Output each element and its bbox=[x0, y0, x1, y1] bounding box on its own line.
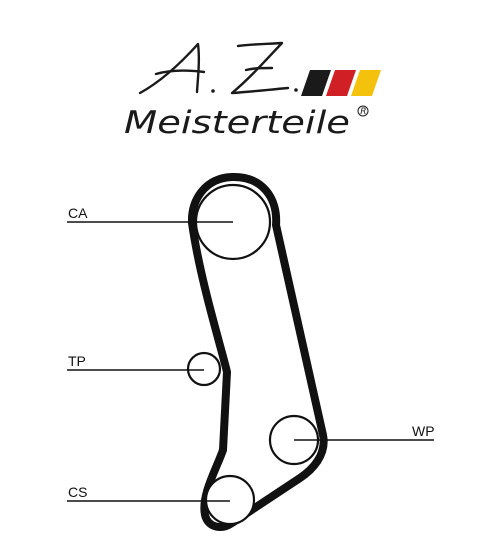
brand-wordmark: Meisterteile bbox=[124, 105, 350, 141]
label-cs: CS bbox=[68, 484, 87, 500]
crankshaft-pulley bbox=[204, 474, 256, 526]
flag-stripe-gold bbox=[351, 70, 381, 96]
label-wp: WP bbox=[412, 423, 435, 439]
label-ca: CA bbox=[68, 205, 88, 221]
belt-drive: CA TP WP CS bbox=[67, 172, 435, 531]
flag-stripe-black bbox=[301, 70, 331, 96]
tensioner-pulley bbox=[186, 351, 222, 387]
flag-stripe-red bbox=[326, 70, 356, 96]
registered-circle bbox=[357, 105, 369, 117]
registered-mark: R bbox=[360, 107, 366, 117]
brand-logo: Meisterteile R bbox=[124, 41, 381, 141]
flag-stripes bbox=[301, 70, 381, 96]
signature-mark bbox=[138, 41, 298, 95]
label-tp: TP bbox=[68, 353, 86, 369]
